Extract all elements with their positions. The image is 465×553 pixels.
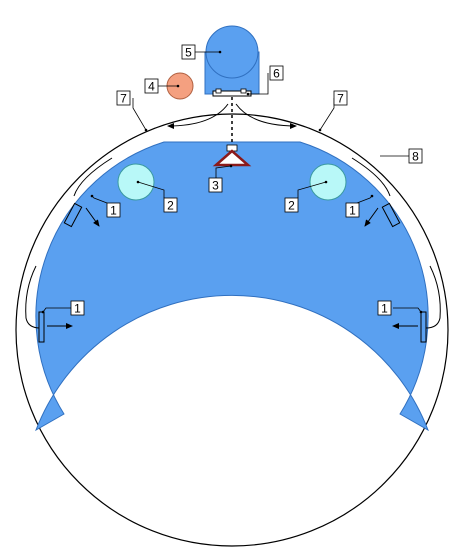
part-6-stud-right — [240, 88, 247, 94]
callout-4: 4 — [144, 78, 159, 94]
svg-text:1: 1 — [110, 204, 117, 218]
outlet-lower-right — [420, 311, 427, 343]
part-6-plate — [212, 90, 252, 97]
svg-text:5: 5 — [185, 46, 192, 60]
svg-text:1: 1 — [349, 204, 356, 218]
inner-flow-left-lower — [25, 265, 41, 329]
callout-1-upper-right: 1 — [345, 202, 360, 218]
part-3-nozzle — [212, 149, 252, 167]
callout-3: 3 — [208, 177, 223, 193]
callout-2-left: 2 — [163, 197, 178, 213]
callout-1-upper-left: 1 — [106, 202, 121, 218]
svg-text:8: 8 — [412, 150, 419, 164]
inner-flow-right-upper — [351, 157, 391, 197]
part-6-stud-left — [215, 88, 222, 94]
svg-text:4: 4 — [148, 80, 155, 94]
svg-text:7: 7 — [120, 92, 127, 106]
svg-text:6: 6 — [273, 67, 280, 81]
part-2-right-circle — [309, 163, 347, 201]
callout-1-lower-right: 1 — [377, 300, 392, 316]
callout-7-right: 7 — [333, 90, 348, 106]
svg-text:1: 1 — [381, 302, 388, 316]
svg-text:2: 2 — [288, 199, 295, 213]
flow-arrow-top-right — [235, 103, 297, 129]
air-duct-band — [35, 141, 429, 432]
callout-5: 5 — [181, 44, 196, 60]
outlet-arrow-upper-left — [85, 207, 100, 227]
callout-8: 8 — [408, 148, 423, 164]
callout-1-lower-left: 1 — [70, 300, 85, 316]
callout-7-left: 7 — [116, 90, 131, 106]
svg-text:1: 1 — [74, 302, 81, 316]
outlet-arrow-upper-right — [364, 207, 379, 227]
inner-flow-right-lower — [425, 265, 441, 329]
outlet-upper-left — [63, 202, 83, 228]
svg-text:2: 2 — [167, 199, 174, 213]
part-2-left-circle — [117, 163, 155, 201]
outlet-upper-right — [381, 202, 401, 228]
outlet-lower-left — [38, 311, 45, 343]
callout-6: 6 — [269, 65, 284, 81]
svg-text:3: 3 — [212, 179, 219, 193]
leader-dots — [41, 50, 423, 314]
flow-arrow-top-left — [167, 103, 229, 129]
inner-flow-left-upper — [73, 157, 113, 197]
callout-2-right: 2 — [284, 197, 299, 213]
svg-text:7: 7 — [337, 92, 344, 106]
